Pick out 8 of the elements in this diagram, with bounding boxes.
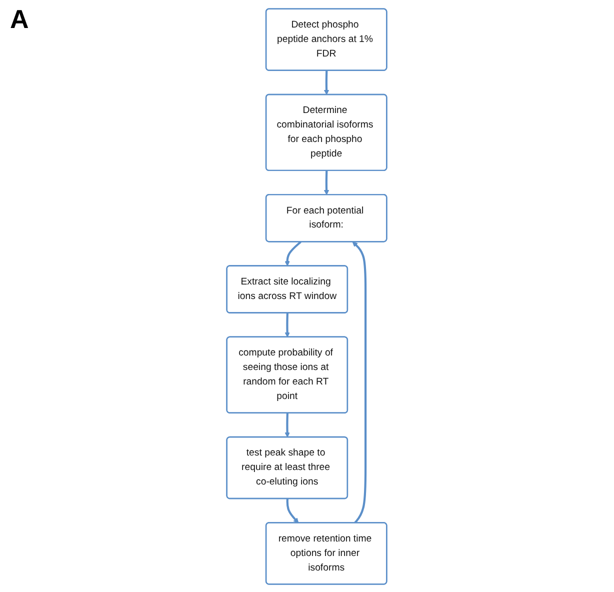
arrow [286,498,299,523]
arrow [284,412,290,438]
arrow [284,312,290,337]
arrow [284,240,302,266]
panel-letter: A [10,4,29,35]
arrow [352,241,367,524]
arrow [324,170,330,195]
arrow [324,70,330,94]
